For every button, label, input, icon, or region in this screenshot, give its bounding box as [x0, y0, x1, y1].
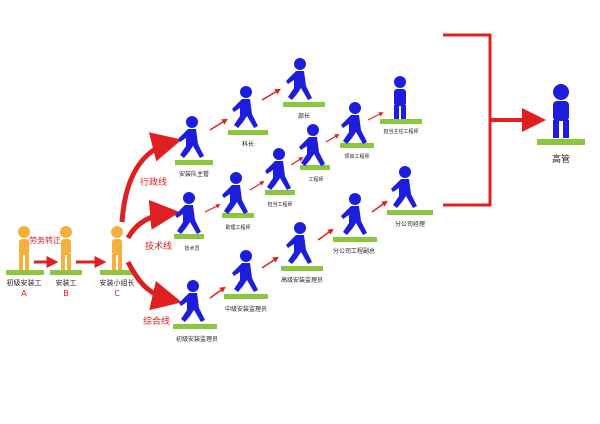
node-b-label: 安装工 [56, 278, 77, 287]
combined-label-2: 中级安装监理员 [225, 305, 267, 313]
arrow [204, 204, 221, 213]
standing-person-icon [394, 76, 406, 119]
tech-label-1: 技术员 [184, 245, 199, 252]
platform [283, 102, 325, 107]
walking-person-icon [286, 58, 312, 100]
tech-label-3: 担当工程师 [267, 201, 292, 208]
platform [281, 266, 323, 271]
admin-track-arrow [119, 132, 182, 223]
platform [175, 160, 213, 165]
combined-label-5: 分公司经理 [395, 220, 425, 228]
arrow [249, 181, 265, 191]
walking-person-icon [232, 86, 258, 128]
platform [222, 213, 254, 218]
admin-node-3: 部长 [283, 58, 325, 120]
combined-node-5: 分公司经理 [387, 166, 433, 228]
platform [173, 324, 217, 329]
node-c-label: 安装小组长 [100, 278, 135, 287]
admin-node-2: 科长 [228, 86, 268, 148]
platform [224, 294, 268, 299]
platform [100, 270, 134, 275]
platform [50, 270, 82, 275]
walking-person-icon [391, 166, 417, 208]
tech-node-1: 技术员 [174, 192, 204, 252]
track-combined-label: 综合线 [143, 315, 170, 327]
tech-node-5: 项目工程师 [340, 102, 374, 160]
tech-track-arrow [125, 199, 180, 240]
admin-label-2: 科长 [242, 140, 254, 148]
platform [300, 165, 330, 170]
tech-label-5: 项目工程师 [344, 153, 369, 160]
track-admin-label: 行政线 [140, 176, 167, 188]
platform [340, 143, 374, 148]
platform [6, 270, 44, 275]
walking-person-icon [178, 116, 204, 158]
walking-person-icon [341, 102, 367, 144]
walking-person-icon [179, 280, 205, 322]
orange-person-icon [111, 226, 123, 270]
platform [174, 234, 204, 239]
platform [333, 237, 377, 242]
walking-person-icon [175, 192, 201, 234]
admin-node-1: 安装队主管 [175, 116, 213, 178]
walking-person-icon [232, 250, 258, 292]
node-b-letter: B [63, 289, 69, 298]
tech-node-4: 工程师 [299, 124, 330, 183]
tech-node-2: 助理工程师 [222, 172, 254, 231]
arrow [317, 228, 334, 241]
combined-label-4: 分公司工程副总 [333, 247, 375, 255]
walking-person-icon [341, 193, 367, 235]
combined-label-1: 初级安装监理员 [176, 335, 218, 343]
arrow [290, 157, 304, 166]
combined-node-2: 中级安装监理员 [224, 250, 268, 313]
goal-node: 高管 [537, 84, 585, 165]
tech-label-6: 担当主任工程师 [383, 128, 418, 135]
transfer-label: 劳务转正 [29, 235, 61, 245]
tech-node-3: 担当工程师 [265, 148, 295, 208]
node-a-letter: A [21, 289, 27, 298]
arrow [261, 256, 279, 269]
orange-person-icon [60, 226, 72, 270]
combined-node-1: 初级安装监理员 [173, 280, 218, 343]
walking-person-icon [286, 222, 312, 264]
platform [228, 130, 268, 135]
arrow [367, 112, 384, 121]
orange-person-icon [18, 226, 30, 270]
goal-label: 高管 [552, 153, 570, 165]
combined-label-3: 高级安装监理员 [281, 276, 323, 284]
arrow [325, 134, 340, 143]
tech-node-6: 担当主任工程师 [380, 76, 422, 135]
track-tech-label: 技术线 [145, 240, 172, 252]
node-b: 安装工 B [50, 226, 82, 298]
node-c: 安装小组长 C [100, 226, 135, 298]
platform [265, 190, 295, 195]
arrow [261, 88, 281, 101]
combined-node-3: 高级安装监理员 [281, 222, 323, 284]
platform [537, 139, 585, 145]
combined-track-arrow [125, 260, 182, 311]
platform [387, 210, 433, 215]
walking-person-icon [265, 148, 291, 190]
arrow [209, 118, 228, 131]
node-a: 初级安装工 A [6, 226, 44, 298]
tech-label-2: 助理工程师 [225, 224, 250, 231]
standing-person-icon [553, 84, 569, 138]
walking-person-icon [299, 124, 325, 166]
platform [380, 119, 422, 124]
arrow [209, 286, 226, 299]
node-a-label: 初级安装工 [7, 278, 42, 287]
admin-label-3: 部长 [298, 112, 310, 120]
walking-person-icon [222, 172, 248, 214]
tech-label-4: 工程师 [308, 176, 323, 183]
node-c-letter: C [114, 289, 120, 298]
combined-node-4: 分公司工程副总 [333, 193, 377, 255]
admin-label-1: 安装队主管 [179, 170, 209, 178]
convergence-bracket [443, 33, 492, 207]
arrow [371, 200, 388, 213]
